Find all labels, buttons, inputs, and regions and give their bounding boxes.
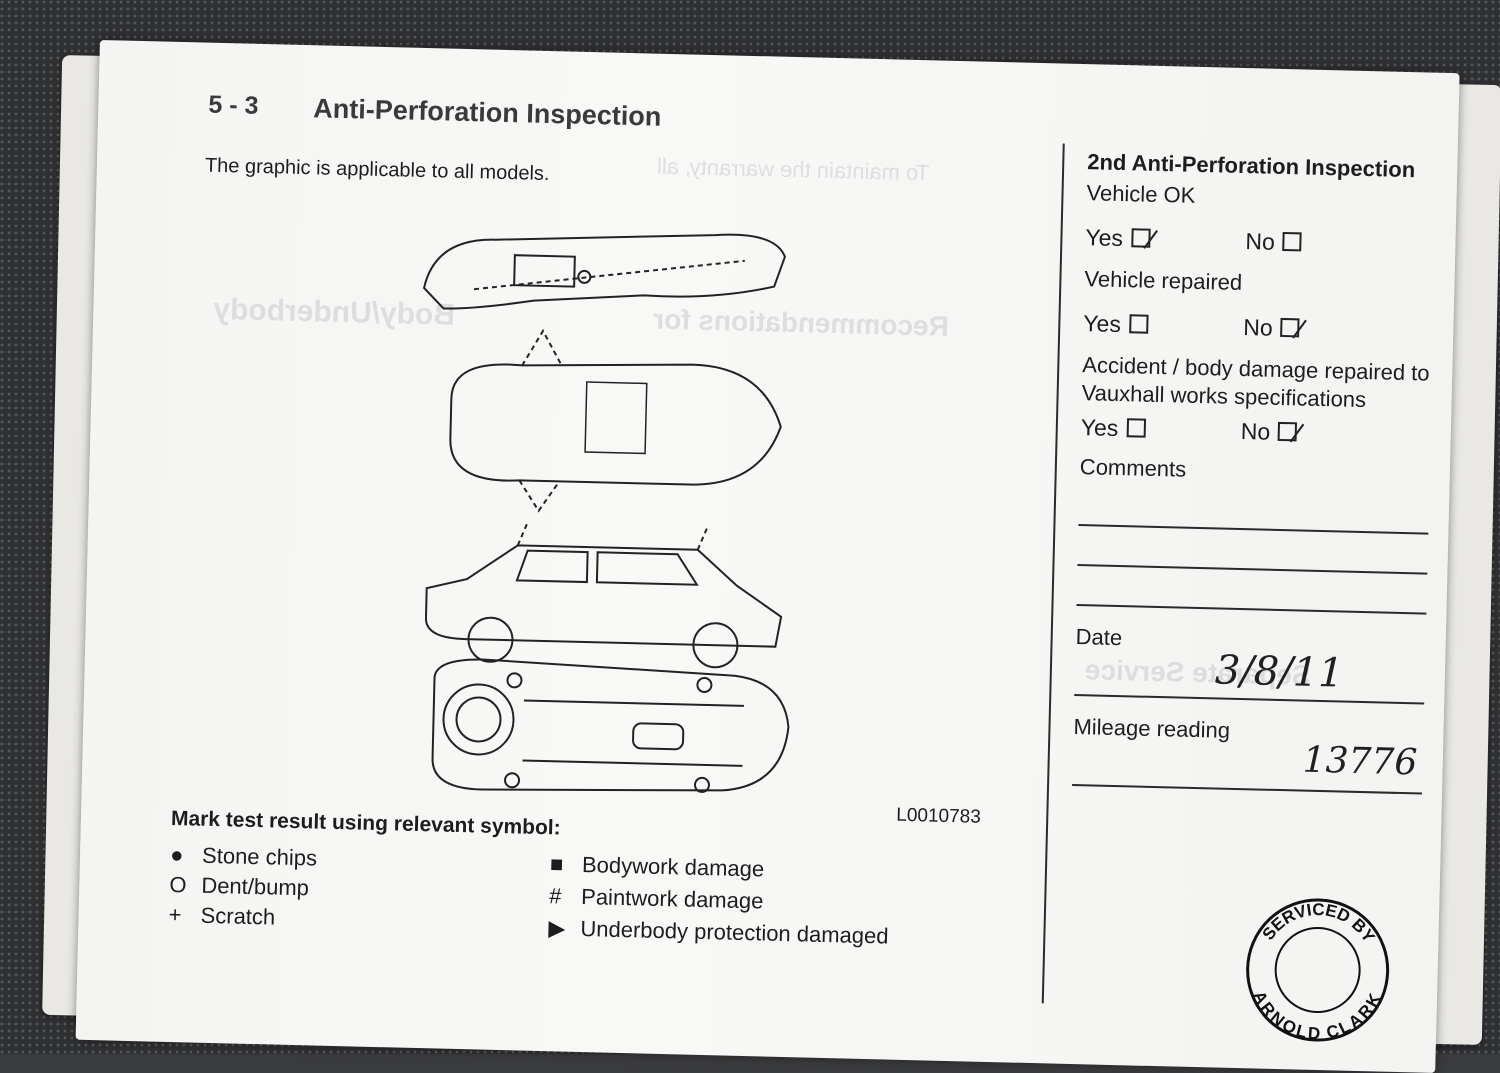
vehicle-ok-label: Vehicle OK <box>1086 180 1196 208</box>
svg-text:ARNOLD CLARK: ARNOLD CLARK <box>1248 987 1385 1045</box>
manual-page: Body/Underbody To maintain the warranty,… <box>75 40 1460 1073</box>
intro-text: The graphic is applicable to all models. <box>204 154 550 186</box>
figure-code: L0010783 <box>896 804 982 828</box>
legend-item-bodywork: ■ Bodywork damage <box>550 851 765 882</box>
mileage-label: Mileage reading <box>1073 713 1231 743</box>
legend-label: Stone chips <box>201 842 318 871</box>
date-handwritten: 3/8/11 <box>1214 647 1345 697</box>
comments-line[interactable] <box>1078 524 1429 535</box>
no-label: No <box>1243 313 1274 341</box>
yes-label: Yes <box>1080 413 1119 441</box>
page-header: 5 - 3 Anti-Perforation Inspection <box>208 90 662 132</box>
no-label: No <box>1245 227 1276 255</box>
comments-line[interactable] <box>1077 564 1428 575</box>
vehicle-ok-no-checkbox[interactable] <box>1282 231 1303 251</box>
stamp-bottom-text: ARNOLD CLARK <box>1248 987 1385 1045</box>
triangle-right-icon: ▶ <box>548 915 566 941</box>
comments-label: Comments <box>1079 454 1187 482</box>
dealer-stamp: SERVICED BY ARNOLD CLARK <box>1246 898 1390 1045</box>
stamp-top-text: SERVICED BY <box>1258 899 1380 947</box>
vehicle-repaired-yes-checkbox[interactable] <box>1128 313 1149 334</box>
legend-item-underbody: ▶ Underbody protection damaged <box>548 915 889 949</box>
yes-label: Yes <box>1085 223 1124 251</box>
legend-item-paintwork: # Paintwork damage <box>549 883 764 914</box>
page-number: 5 - 3 <box>208 90 259 120</box>
vehicle-repaired-options: Yes No <box>1083 308 1444 347</box>
car-underbody-view <box>431 658 790 793</box>
legend-item-scratch: + Scratch <box>168 902 275 931</box>
plus-icon: + <box>168 901 182 928</box>
legend-label: Dent/bump <box>201 872 310 901</box>
legend-item-dent: O Dent/bump <box>169 872 309 901</box>
vehicle-ok-options: Yes No <box>1085 222 1446 261</box>
filled-circle-icon: ● <box>169 841 184 868</box>
accident-options: Yes No <box>1080 412 1441 451</box>
show-through-text: To maintain the warranty, all <box>656 153 930 186</box>
vehicle-repaired-label: Vehicle repaired <box>1084 266 1243 295</box>
vehicle-repaired-no-checkbox[interactable] <box>1280 317 1300 337</box>
vehicle-ok-yes-checkbox[interactable] <box>1130 227 1151 248</box>
accident-yes-checkbox[interactable] <box>1126 417 1146 438</box>
comments-line[interactable] <box>1076 604 1427 615</box>
date-label: Date <box>1075 624 1123 651</box>
date-line[interactable] <box>1074 693 1425 705</box>
hash-icon: # <box>548 883 562 909</box>
mileage-line[interactable] <box>1072 783 1423 795</box>
mileage-handwritten: 13776 <box>1302 739 1418 784</box>
legend-title: Mark test result using relevant symbol: <box>170 806 561 840</box>
legend-item-stone-chips: ● Stone chips <box>170 842 318 872</box>
inspection-title: 2nd Anti-Perforation Inspection <box>1087 149 1416 183</box>
car-top-view-inverted <box>422 233 786 310</box>
inspection-form: 2nd Anti-Perforation Inspection Vehicle … <box>1080 149 1448 489</box>
legend-label: Underbody protection damaged <box>580 916 889 949</box>
legend-label: Scratch <box>200 902 276 930</box>
filled-square-icon: ■ <box>549 851 564 877</box>
no-label: No <box>1240 417 1271 445</box>
page-title: Anti-Perforation Inspection <box>313 93 662 132</box>
vehicle-diagram <box>307 198 903 808</box>
legend-label: Bodywork damage <box>581 852 765 882</box>
column-divider <box>1041 143 1065 1004</box>
svg-text:SERVICED BY: SERVICED BY <box>1258 899 1380 947</box>
legend-label: Paintwork damage <box>580 884 764 914</box>
yes-label: Yes <box>1083 309 1122 337</box>
open-circle-icon: O <box>169 871 187 898</box>
car-plan-view <box>449 328 782 513</box>
accident-no-checkbox[interactable] <box>1277 421 1298 441</box>
car-side-view <box>424 520 783 669</box>
